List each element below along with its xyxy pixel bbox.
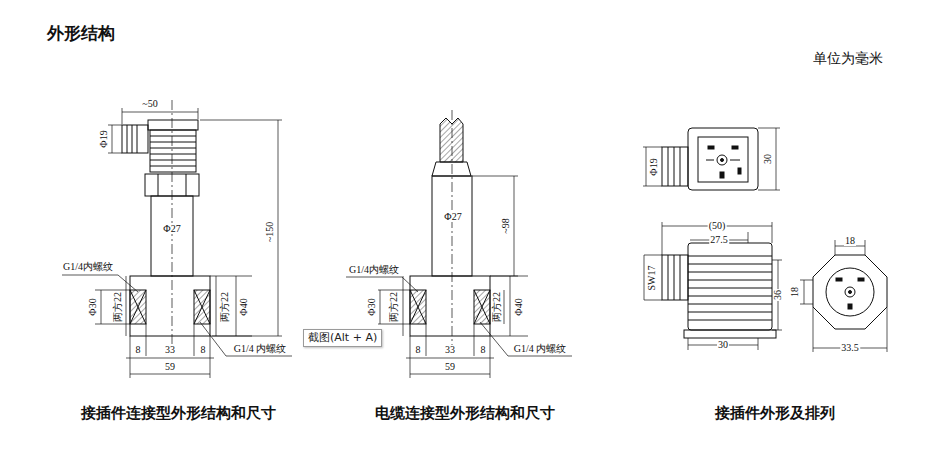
dimension-label: Φ27 bbox=[162, 224, 181, 234]
dimension-label: Φ27 bbox=[443, 212, 462, 222]
dimension-label: G1/4内螺纹 bbox=[348, 265, 400, 275]
dimension-label: G1/4 内螺纹 bbox=[513, 344, 568, 354]
dimension-label: 8 bbox=[135, 345, 142, 355]
dimension-label: Φ19 bbox=[99, 129, 109, 148]
dimension-label: Φ30 bbox=[367, 297, 377, 316]
connector-sensor bbox=[122, 100, 210, 345]
dimension-label: 30 bbox=[717, 340, 729, 350]
dimension-label: 两方22 bbox=[113, 291, 123, 323]
dimension-label: Φ30 bbox=[88, 297, 98, 316]
dimension-label: 8 bbox=[200, 345, 207, 355]
dimension-label: 8 bbox=[415, 345, 422, 355]
dimension-label: 两方22 bbox=[389, 291, 399, 323]
dimension-label: G1/4内螺纹 bbox=[62, 262, 114, 272]
dimension-label: Φ19 bbox=[649, 157, 659, 176]
dimension-label: 8 bbox=[480, 345, 487, 355]
figure-caption: 接插件外形及排列 bbox=[714, 406, 836, 421]
tooltip-box: 截图(Alt + A) bbox=[303, 329, 382, 347]
cable-sensor bbox=[410, 110, 490, 345]
connector-views bbox=[662, 128, 887, 338]
dimension-label: 33 bbox=[444, 345, 456, 355]
dimension-label: (50) bbox=[708, 221, 727, 231]
dimension-label: 33.5 bbox=[840, 343, 860, 353]
dimension-label: 33 bbox=[164, 345, 176, 355]
dimension-label: 18 bbox=[790, 286, 800, 298]
figure-caption: 接插件连接型外形结构和尺寸 bbox=[80, 406, 277, 421]
dimension-label: ~150 bbox=[265, 221, 275, 243]
unit-note: 单位为毫米 bbox=[812, 51, 884, 65]
dimension-label: 两方22 bbox=[492, 291, 502, 323]
dimension-label: 27.5 bbox=[709, 235, 729, 245]
dimension-label: 59 bbox=[444, 362, 456, 372]
dimension-label: 两方22 bbox=[220, 291, 230, 323]
dimension-label: ~50 bbox=[141, 99, 158, 109]
dimension-lines bbox=[62, 108, 292, 378]
dimension-lines bbox=[643, 128, 887, 352]
dimension-label: 59 bbox=[164, 362, 176, 372]
title: 外形结构 bbox=[46, 25, 116, 42]
dimension-label: 30 bbox=[763, 153, 773, 165]
dimension-label: Φ40 bbox=[239, 297, 249, 316]
dimension-lines bbox=[346, 176, 572, 378]
dimension-label: ~98 bbox=[501, 217, 511, 234]
dimension-label: SW17 bbox=[647, 265, 657, 292]
tooltip-text: 截图(Alt + A) bbox=[308, 332, 377, 344]
dimension-label: G1/4 内螺纹 bbox=[233, 344, 288, 354]
dimension-label: 36 bbox=[773, 289, 783, 301]
dimension-label: Φ40 bbox=[514, 297, 524, 316]
figure-caption: 电缆连接型外形结构和尺寸 bbox=[374, 406, 556, 421]
dimension-label: 18 bbox=[844, 236, 856, 246]
